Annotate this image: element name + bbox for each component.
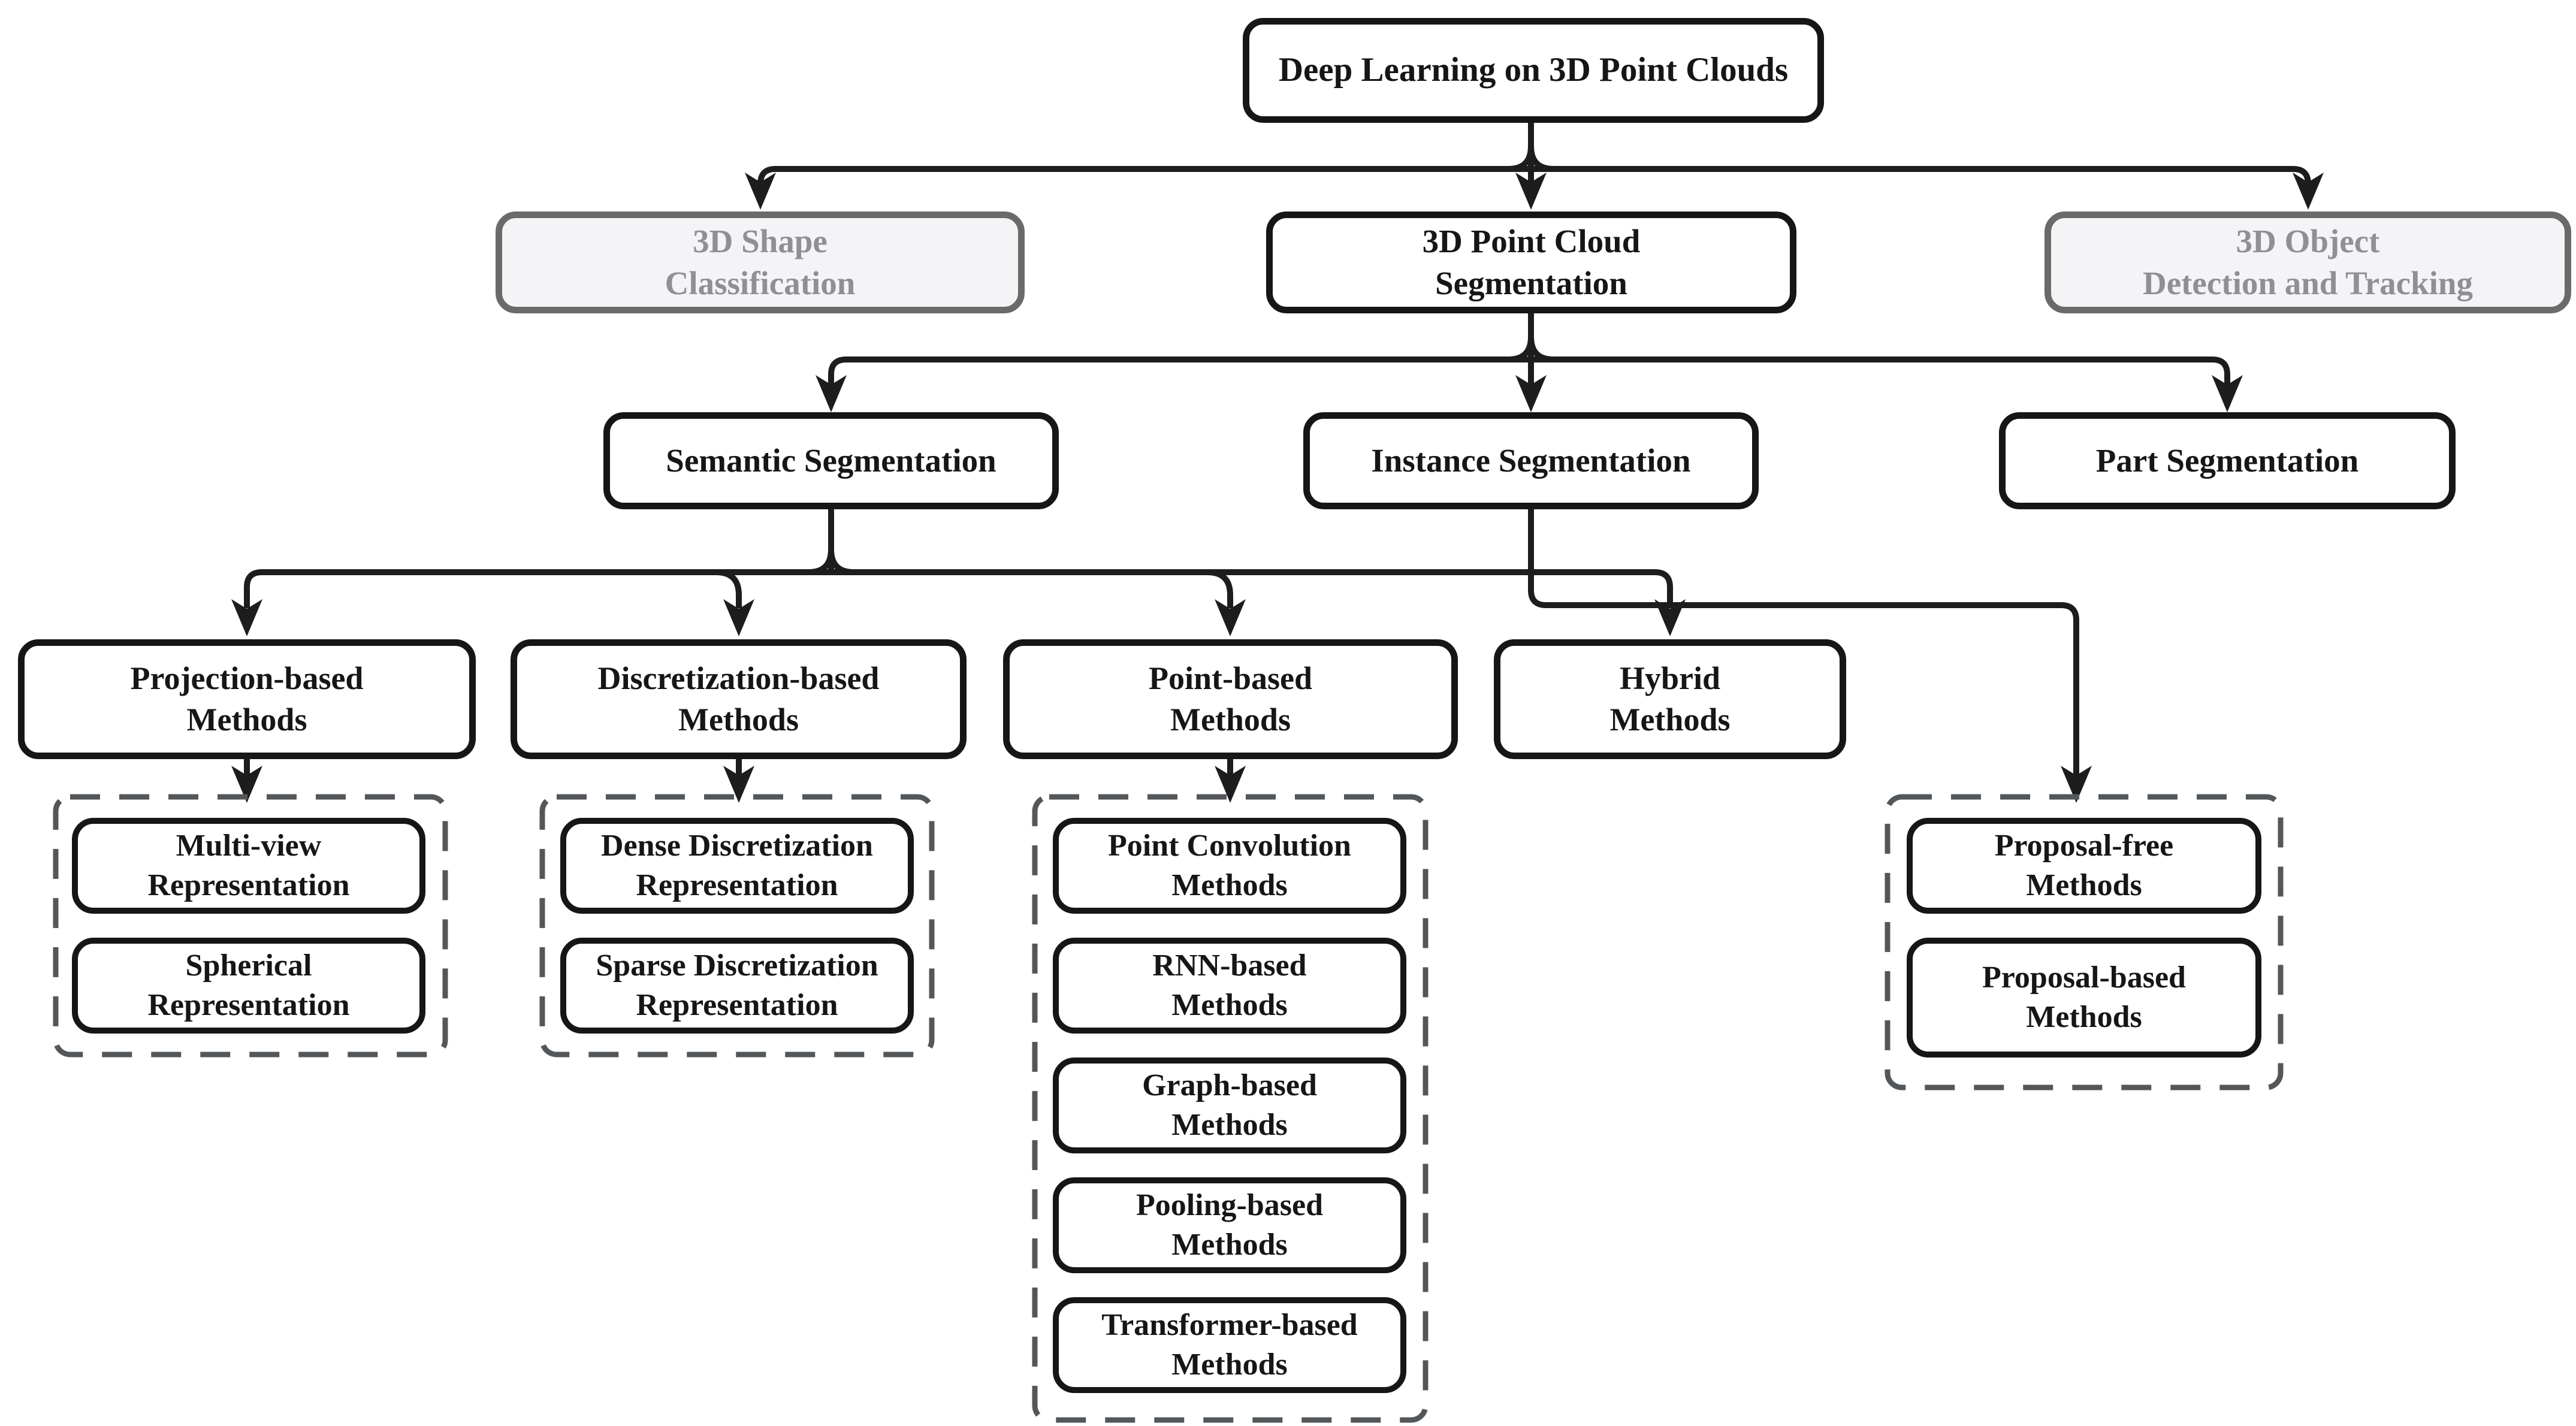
connector-pointbased-to-group [1215, 759, 1246, 803]
arrowhead [1515, 375, 1547, 412]
arrowhead [1515, 173, 1547, 210]
arrowhead [723, 599, 754, 636]
node-part-segmentation: Part Segmentation [1999, 412, 2456, 509]
connector-discretization-to-group [723, 759, 754, 803]
node-proposal-based-methods: Proposal-based Methods [1907, 938, 2261, 1058]
arrowhead [1215, 766, 1246, 803]
group-outline-projection-children [53, 794, 448, 1058]
arrowhead [816, 375, 847, 412]
node-dense-discretization-representation: Dense Discretization Representation [560, 818, 914, 914]
node-root: Deep Learning on 3D Point Clouds [1243, 18, 1824, 123]
node-spherical-representation: Spherical Representation [72, 938, 425, 1034]
node-point-convolution-methods: Point Convolution Methods [1053, 818, 1406, 914]
arrowhead [1215, 599, 1246, 636]
arrowhead [231, 599, 262, 636]
node-projection-based-methods: Projection-based Methods [18, 639, 476, 759]
group-outline-point-children [1032, 794, 1429, 1423]
connector-segmentation-to-types [816, 313, 2243, 412]
arrowhead [2293, 173, 2324, 210]
connector-projection-to-group [231, 759, 262, 803]
group-outline-instance-children [1885, 794, 2284, 1090]
node-graph-based-methods: Graph-based Methods [1053, 1058, 1406, 1153]
node-instance-segmentation: Instance Segmentation [1303, 412, 1759, 509]
arrowhead [745, 173, 776, 210]
node-3d-point-cloud-segmentation: 3D Point Cloud Segmentation [1266, 212, 1796, 313]
connector-semantic-to-methods [231, 509, 1686, 636]
node-pooling-based-methods: Pooling-based Methods [1053, 1177, 1406, 1273]
arrowhead [2061, 766, 2092, 803]
arrowhead [1654, 599, 1686, 636]
node-sparse-discretization-representation: Sparse Discretization Representation [560, 938, 914, 1034]
arrowhead [231, 766, 262, 803]
node-rnn-based-methods: RNN-based Methods [1053, 938, 1406, 1034]
node-transformer-based-methods: Transformer-based Methods [1053, 1297, 1406, 1393]
node-3d-shape-classification: 3D Shape Classification [496, 212, 1025, 313]
connector-instance-to-proposal-group [1528, 509, 2092, 803]
node-3d-object-detection-tracking: 3D Object Detection and Tracking [2045, 212, 2571, 313]
node-multi-view-representation: Multi-view Representation [72, 818, 425, 914]
node-point-based-methods: Point-based Methods [1003, 639, 1458, 759]
node-hybrid-methods: Hybrid Methods [1494, 639, 1846, 759]
group-outline-discretization-children [539, 794, 935, 1058]
node-semantic-segmentation: Semantic Segmentation [603, 412, 1059, 509]
node-proposal-free-methods: Proposal-free Methods [1907, 818, 2261, 914]
arrowhead [2212, 375, 2243, 412]
connector-root-to-tasks [745, 123, 2324, 210]
arrowhead [723, 766, 754, 803]
node-discretization-based-methods: Discretization-based Methods [511, 639, 967, 759]
